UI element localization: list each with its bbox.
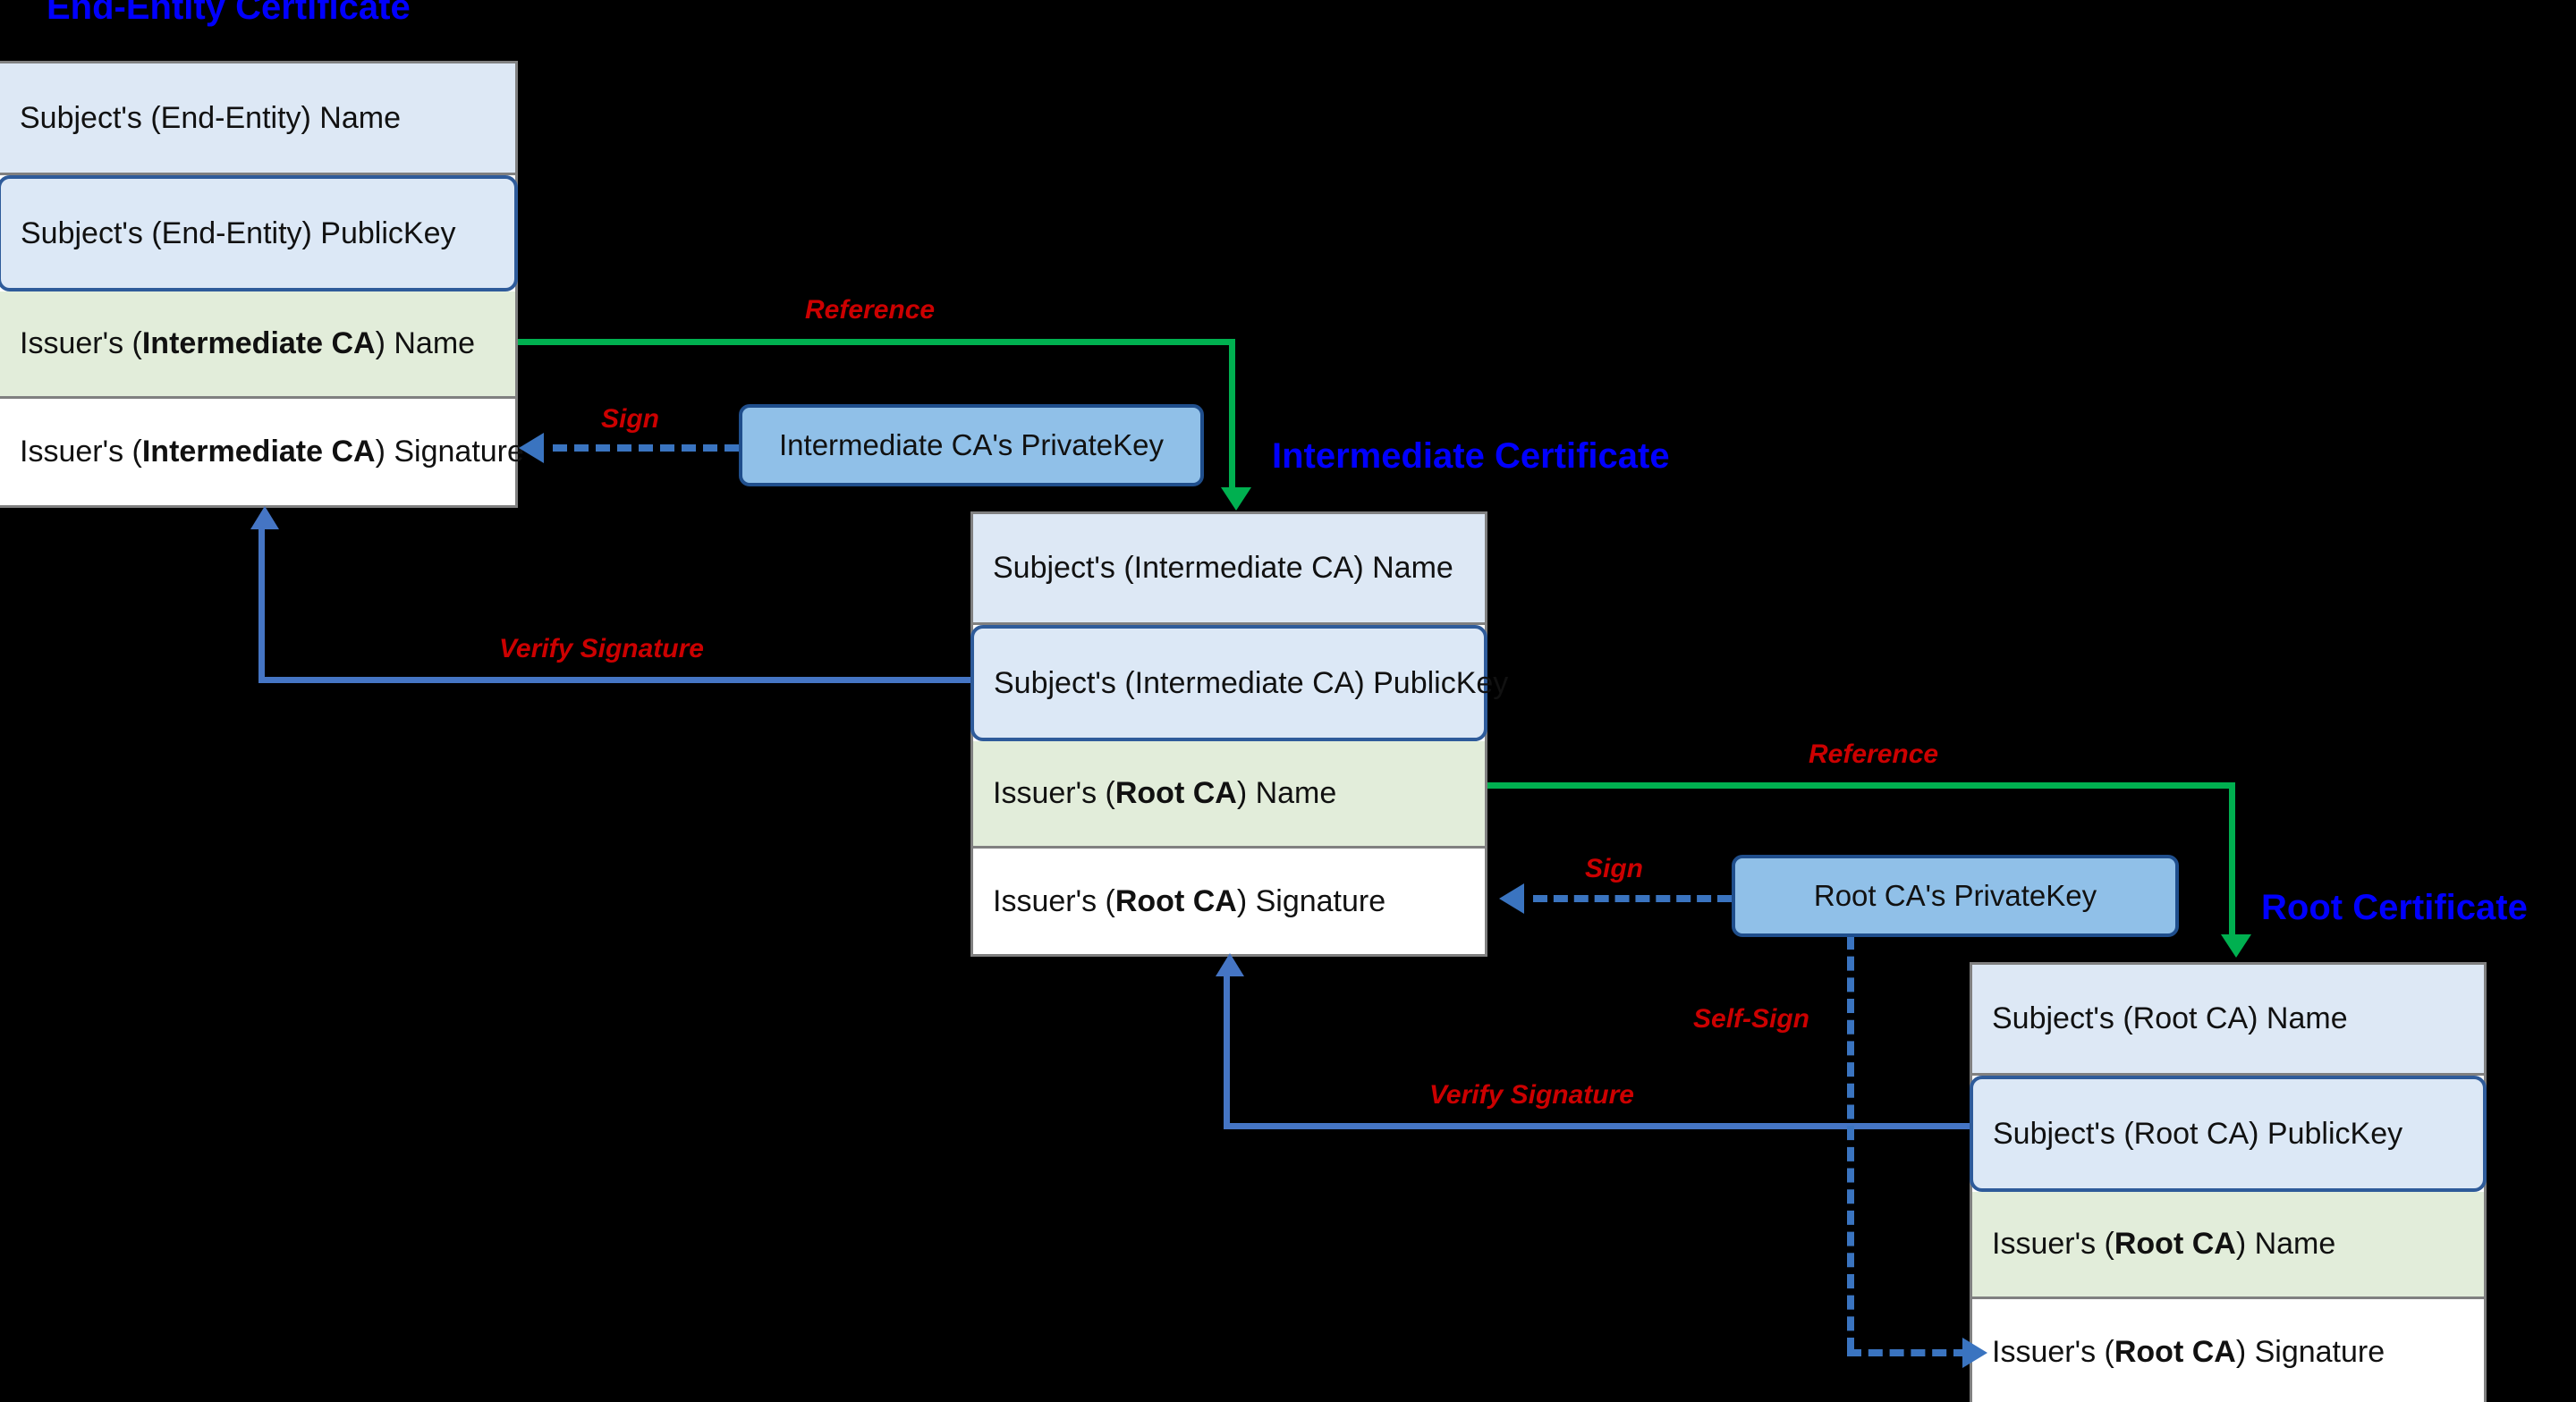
edge-label-reference-1: Reference xyxy=(805,295,936,325)
row-end-entity-subject-publickey[interactable]: Subject's (End-Entity) PublicKey xyxy=(0,175,518,291)
row-label-bold: Root CA xyxy=(1114,776,1237,810)
row-label-suffix: ) Name xyxy=(2235,1227,2336,1261)
reference-line-2-horizontal xyxy=(1485,782,2235,789)
row-root-subject-name[interactable]: Subject's (Root CA) Name xyxy=(1972,965,2484,1076)
row-end-entity-subject-name[interactable]: Subject's (End-Entity) Name xyxy=(0,63,515,175)
reference-line-2-vertical xyxy=(2229,782,2235,936)
sign-dashed-line-1 xyxy=(553,444,739,452)
row-label: Subject's (Root CA) PublicKey xyxy=(1993,1116,2403,1151)
row-label: Subject's (Intermediate CA) Name xyxy=(993,551,1453,585)
edge-label-sign-1: Sign xyxy=(601,404,659,434)
title-root-certificate: Root Certificate xyxy=(2261,888,2528,927)
row-intermediate-issuer-signature[interactable]: Issuer's (Root CA) Signature xyxy=(973,849,1485,954)
row-root-issuer-signature[interactable]: Issuer's (Root CA) Signature xyxy=(1972,1299,2484,1402)
row-label-bold: Root CA xyxy=(1114,883,1237,918)
verify-line-2-horizontal xyxy=(1224,1123,1971,1129)
row-label-prefix: Issuer's ( xyxy=(20,435,142,469)
reference-line-1-vertical xyxy=(1229,339,1235,489)
certificate-end-entity[interactable]: Subject's (End-Entity) Name Subject's (E… xyxy=(0,61,524,508)
row-root-subject-publickey[interactable]: Subject's (Root CA) PublicKey xyxy=(1970,1076,2487,1192)
reference-arrowhead-1 xyxy=(1221,487,1251,511)
row-label-suffix: ) Name xyxy=(375,326,476,360)
row-label: Subject's (Root CA) Name xyxy=(1992,1001,2348,1035)
edge-label-verify-1: Verify Signature xyxy=(499,634,704,663)
privatekey-label: Intermediate CA's PrivateKey xyxy=(779,428,1164,461)
row-label-prefix: Issuer's ( xyxy=(1992,1334,2114,1369)
row-intermediate-subject-publickey[interactable]: Subject's (Intermediate CA) PublicKey xyxy=(970,625,1508,741)
row-root-issuer-name[interactable]: Issuer's (Root CA) Name xyxy=(1972,1192,2484,1299)
row-intermediate-subject-name[interactable]: Subject's (Intermediate CA) Name xyxy=(973,514,1485,625)
row-end-entity-issuer-signature[interactable]: Issuer's (Intermediate CA) Signature xyxy=(0,399,524,505)
verify-line-1-horizontal xyxy=(258,677,974,683)
row-label-suffix: ) Signature xyxy=(1236,883,1386,918)
reference-arrowhead-2 xyxy=(2221,934,2251,958)
row-label-suffix: ) Signature xyxy=(375,435,524,469)
verify-arrowhead-2 xyxy=(1216,953,1244,976)
row-label-bold: Root CA xyxy=(2114,1334,2236,1369)
edge-label-verify-2: Verify Signature xyxy=(1429,1080,1634,1110)
row-end-entity-issuer-name[interactable]: Issuer's (Intermediate CA) Name xyxy=(0,291,515,399)
privatekey-label: Root CA's PrivateKey xyxy=(1813,879,2097,912)
sign-arrowhead-2 xyxy=(1499,883,1524,914)
edge-label-self-sign: Self-Sign xyxy=(1693,1004,1810,1034)
sign-arrowhead-1 xyxy=(519,433,544,463)
row-label-prefix: Issuer's ( xyxy=(20,326,142,360)
edge-label-sign-2: Sign xyxy=(1585,854,1643,883)
row-label: Subject's (Intermediate CA) PublicKey xyxy=(994,665,1509,700)
reference-line-1-horizontal xyxy=(517,339,1235,345)
self-sign-arrowhead xyxy=(1962,1338,1987,1368)
row-label: Subject's (End-Entity) Name xyxy=(20,100,401,135)
row-intermediate-issuer-name[interactable]: Issuer's (Root CA) Name xyxy=(973,741,1485,849)
title-intermediate-certificate: Intermediate Certificate xyxy=(1272,436,1670,476)
row-label-prefix: Issuer's ( xyxy=(993,776,1115,810)
certificate-intermediate[interactable]: Subject's (Intermediate CA) Name Subject… xyxy=(970,511,1508,957)
title-end-entity-certificate: End-Entity Certificate xyxy=(47,0,411,27)
verify-line-2-vertical xyxy=(1224,975,1230,1127)
edge-label-reference-2: Reference xyxy=(1809,739,1939,769)
self-sign-dashed-horizontal xyxy=(1847,1349,1968,1356)
self-sign-dashed-vertical xyxy=(1847,935,1854,1352)
verify-arrowhead-1 xyxy=(250,506,279,529)
verify-line-1-vertical xyxy=(258,528,265,680)
row-label: Subject's (End-Entity) PublicKey xyxy=(21,215,456,250)
row-label-prefix: Issuer's ( xyxy=(1992,1227,2114,1261)
sign-dashed-line-2 xyxy=(1533,895,1732,902)
certificate-root[interactable]: Subject's (Root CA) Name Subject's (Root… xyxy=(1970,962,2487,1402)
row-label-suffix: ) Name xyxy=(1236,776,1337,810)
row-label-bold: Root CA xyxy=(2114,1227,2236,1261)
box-intermediate-ca-privatekey[interactable]: Intermediate CA's PrivateKey xyxy=(739,404,1204,486)
row-label-prefix: Issuer's ( xyxy=(993,883,1115,918)
row-label-bold: Intermediate CA xyxy=(141,435,376,469)
box-root-ca-privatekey[interactable]: Root CA's PrivateKey xyxy=(1732,855,2179,937)
row-label-suffix: ) Signature xyxy=(2235,1334,2385,1369)
row-label-bold: Intermediate CA xyxy=(141,326,376,360)
